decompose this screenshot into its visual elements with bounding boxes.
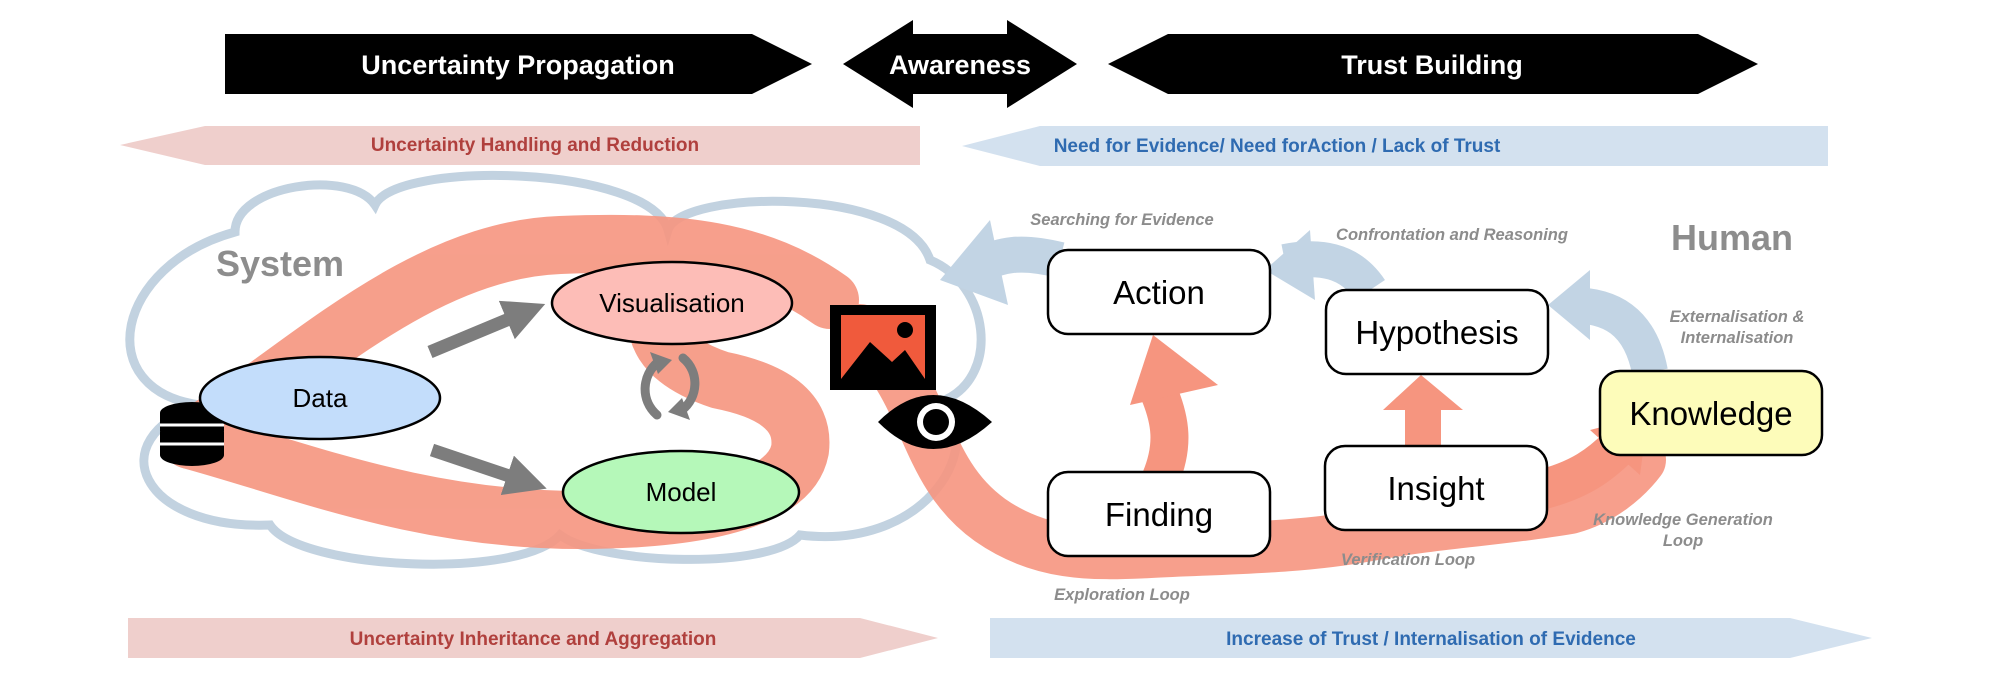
model-node-label: Model xyxy=(646,477,717,507)
externalisation-arrow xyxy=(1548,270,1668,377)
trust-building-label: Trust Building xyxy=(1341,50,1523,80)
knowledge-generation-label-line1: Knowledge Generation xyxy=(1593,511,1773,529)
externalisation-label-line1: Externalisation & xyxy=(1670,308,1805,326)
searching-for-evidence-arrow xyxy=(940,220,1065,305)
knowledge-node: Knowledge xyxy=(1598,369,1824,457)
visualisation-node-label: Visualisation xyxy=(599,288,745,318)
model-node: Model xyxy=(561,449,801,535)
system-label: System xyxy=(216,243,344,284)
finding-node-label: Finding xyxy=(1105,496,1213,533)
increase-of-trust-band: Increase of Trust / Internalisation of E… xyxy=(990,618,1872,658)
externalisation-label-line2: Internalisation xyxy=(1681,329,1794,347)
awareness-label: Awareness xyxy=(889,50,1031,80)
insight-node: Insight xyxy=(1323,444,1549,532)
uncertainty-handling-band: Uncertainty Handling and Reduction xyxy=(120,126,920,165)
trust-building-banner: Trust Building xyxy=(1108,34,1758,94)
knowledge-generation-label-line2: Loop xyxy=(1663,532,1703,550)
data-node-label: Data xyxy=(293,383,348,413)
action-node: Action xyxy=(1046,248,1272,336)
image-icon xyxy=(830,305,936,390)
visualisation-node: Visualisation xyxy=(550,260,794,346)
awareness-banner: Awareness xyxy=(843,20,1077,108)
data-node: Data xyxy=(198,355,442,441)
need-for-evidence-band: Need for Evidence/ Need forAction / Lack… xyxy=(962,126,1828,166)
uncertainty-inheritance-label: Uncertainty Inheritance and Aggregation xyxy=(350,629,717,650)
searching-for-evidence-label: Searching for Evidence xyxy=(1030,211,1213,229)
hypothesis-node-label: Hypothesis xyxy=(1355,314,1518,351)
uncertainty-propagation-banner: Uncertainty Propagation xyxy=(225,34,812,94)
human-label: Human xyxy=(1671,217,1793,258)
action-node-label: Action xyxy=(1113,274,1205,311)
increase-of-trust-label: Increase of Trust / Internalisation of E… xyxy=(1226,629,1636,650)
system-cloud xyxy=(125,171,986,569)
exploration-loop-label: Exploration Loop xyxy=(1054,586,1190,604)
eye-icon xyxy=(878,395,992,449)
confrontation-arrow xyxy=(1265,230,1385,301)
need-for-evidence-label: Need for Evidence/ Need forAction / Lack… xyxy=(1054,136,1501,157)
data-to-model-arrow xyxy=(429,443,547,496)
database-icon xyxy=(160,402,224,466)
uncertainty-inheritance-band: Uncertainty Inheritance and Aggregation xyxy=(128,618,938,658)
hypothesis-node: Hypothesis xyxy=(1324,288,1550,376)
knowledge-node-label: Knowledge xyxy=(1629,395,1792,432)
uncertainty-propagation-label: Uncertainty Propagation xyxy=(361,50,675,80)
insight-node-label: Insight xyxy=(1387,470,1484,507)
finding-node: Finding xyxy=(1046,470,1272,558)
uncertainty-handling-label: Uncertainty Handling and Reduction xyxy=(371,135,699,156)
verification-loop-arrow xyxy=(1383,375,1463,448)
verification-loop-label: Verification Loop xyxy=(1341,551,1475,569)
cycle-arrows-icon xyxy=(640,352,700,420)
confrontation-and-reasoning-label: Confrontation and Reasoning xyxy=(1336,226,1568,244)
data-to-visualisation-arrow xyxy=(427,300,546,358)
exploration-loop-arrow xyxy=(1130,335,1218,488)
